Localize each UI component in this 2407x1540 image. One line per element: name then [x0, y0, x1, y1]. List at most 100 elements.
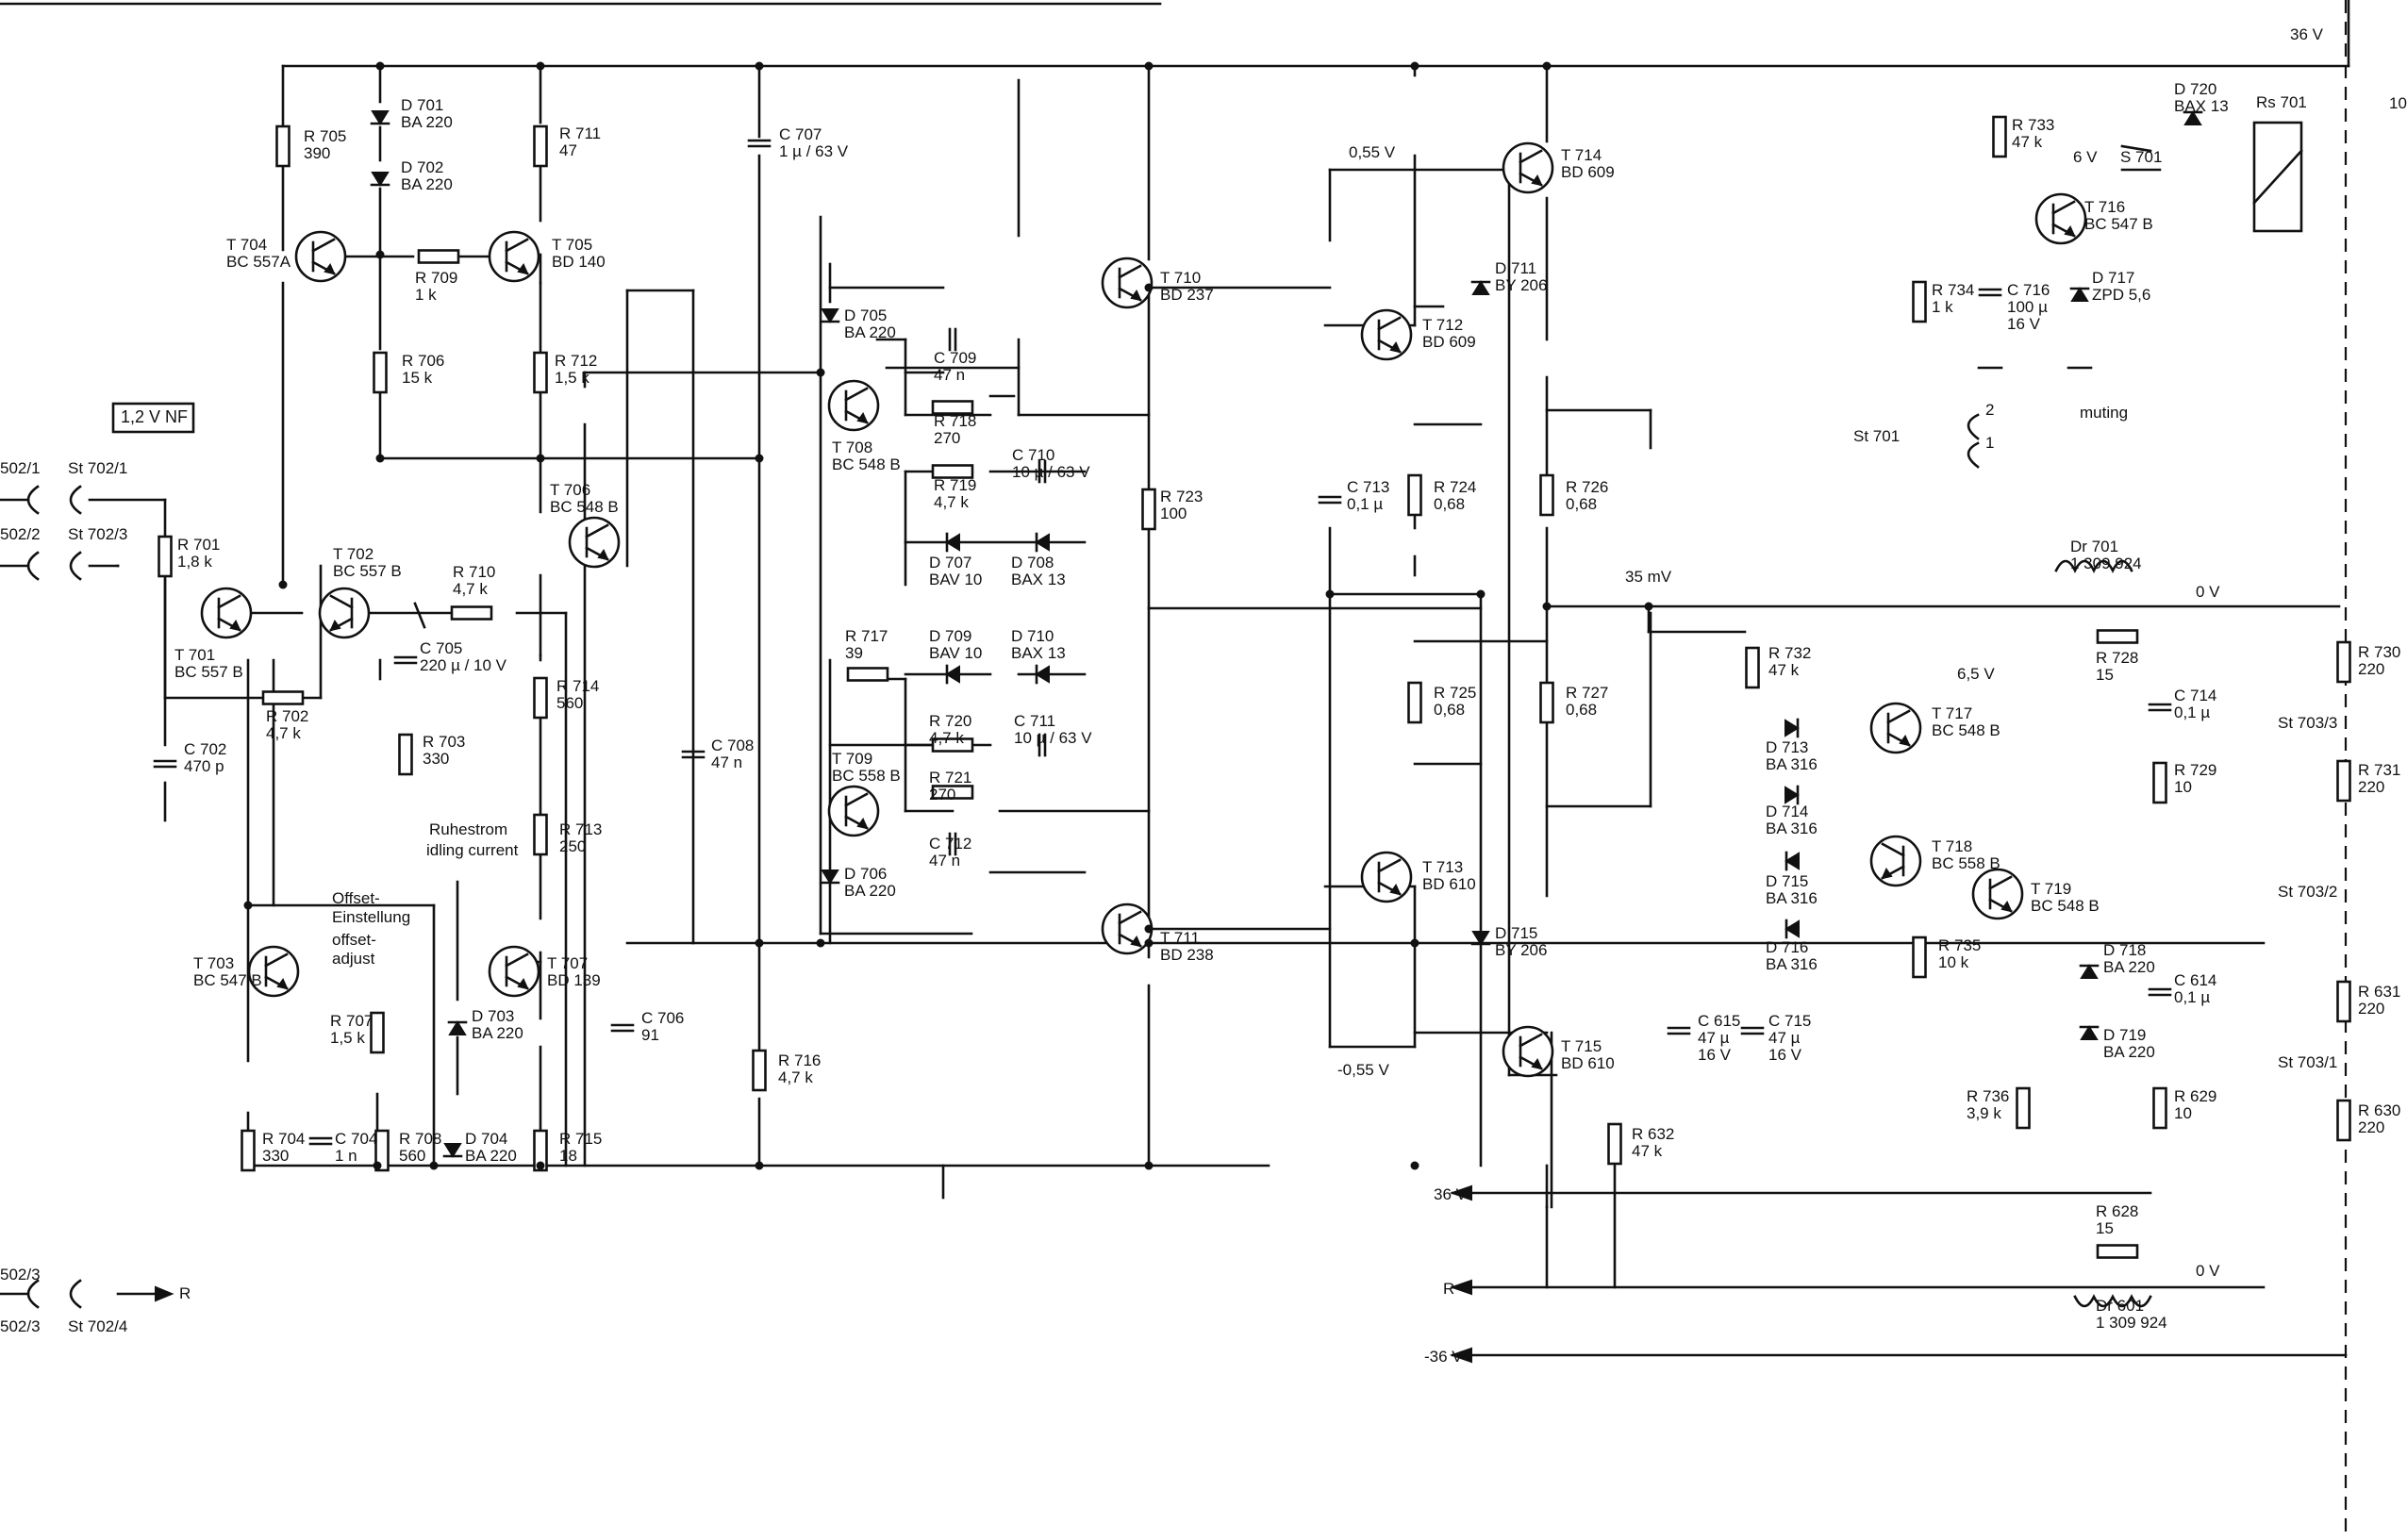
- label-r731-v: 220: [2358, 778, 2384, 796]
- label-rs701: Rs 701: [2256, 93, 2307, 111]
- label-c716: C 716: [2007, 281, 2050, 299]
- transistor-t709: [827, 785, 880, 837]
- diode-d709: [945, 664, 960, 685]
- resistor-r704: [241, 1129, 256, 1172]
- label-r632-v: 47 k: [1632, 1142, 1663, 1160]
- label-r726-v: 0,68: [1566, 495, 1597, 513]
- junction-dot: [243, 901, 253, 910]
- switch-s701: [2120, 144, 2162, 172]
- capacitor-c712: [948, 832, 957, 856]
- label-t702: T 702: [333, 545, 374, 563]
- resistor-r711: [533, 124, 548, 168]
- label-c711-v: 10 µ / 63 V: [1014, 729, 1092, 747]
- label-r709: R 709: [415, 269, 457, 287]
- label-c712: C 712: [929, 835, 971, 853]
- label-t707-v: BD 139: [547, 971, 601, 989]
- label-d706-v: BA 220: [844, 882, 896, 900]
- resistor-r703: [398, 733, 413, 776]
- resistor-r701: [158, 535, 173, 578]
- label-t710-v: BD 237: [1160, 286, 1214, 304]
- label-d711: D 711: [1495, 259, 1536, 277]
- label-r715: R 715: [559, 1130, 602, 1148]
- label-out-r: R: [1443, 1280, 1454, 1298]
- label-out-36: 36 V: [1434, 1185, 1468, 1203]
- junction-dot: [536, 61, 545, 71]
- label-r701: R 701: [177, 536, 220, 554]
- label-d720-v: BAX 13: [2174, 97, 2229, 115]
- junction-dot: [1542, 61, 1552, 71]
- junction-dot: [375, 454, 385, 463]
- label-c713: C 713: [1347, 478, 1389, 496]
- resistor-r702: [261, 690, 305, 705]
- diode-d720: [2183, 110, 2203, 125]
- label-t701-v: BC 557 B: [174, 663, 243, 681]
- label-r720-v: 4,7 k: [929, 729, 964, 747]
- label-d709: D 709: [929, 627, 971, 645]
- label-d719: D 719: [2103, 1026, 2146, 1044]
- label-st703-2: St 703/2: [2278, 883, 2337, 901]
- label-d720: D 720: [2174, 80, 2216, 98]
- label-r716-v: 4,7 k: [778, 1068, 813, 1086]
- label-d703: D 703: [472, 1007, 514, 1025]
- capacitor-c706: [610, 1023, 635, 1033]
- label-r732: R 732: [1768, 644, 1811, 662]
- label-r730-v: 220: [2358, 660, 2384, 678]
- label-out-m36: -36 V: [1424, 1348, 1463, 1366]
- resistor-r736: [2016, 1086, 2031, 1130]
- capacitor-c704: [308, 1136, 333, 1146]
- label-r729: R 729: [2174, 761, 2216, 779]
- label-c614-v: 0,1 µ: [2174, 988, 2210, 1006]
- connector-icon: [69, 1279, 82, 1309]
- label-c708: C 708: [711, 737, 754, 754]
- label-t707: T 707: [547, 954, 588, 972]
- junction-dot: [755, 1161, 764, 1170]
- label-c711: C 711: [1014, 712, 1055, 730]
- label-c707-v: 1 µ / 63 V: [779, 142, 849, 160]
- label-r714-v: 560: [556, 694, 583, 712]
- junction-dot: [1476, 589, 1486, 599]
- label-r630-v: 220: [2358, 1118, 2384, 1136]
- label-r629-v: 10: [2174, 1104, 2192, 1122]
- label-r-left: R: [179, 1284, 191, 1302]
- resistor-r724: [1407, 473, 1422, 517]
- label-r702: R 702: [266, 707, 308, 725]
- label-c716-v2: 16 V: [2007, 315, 2041, 333]
- junctions: [243, 61, 1653, 1170]
- label-st502-2: 502/2: [0, 525, 41, 543]
- junction-dot: [1644, 602, 1653, 611]
- label-pin1: 1: [1985, 434, 1994, 452]
- junction-dot: [375, 250, 385, 259]
- diode-d708: [1035, 532, 1050, 553]
- label-r702-v: 4,7 k: [266, 724, 301, 742]
- arrow-out-r-icon: [155, 1285, 174, 1302]
- resistor-r716: [752, 1049, 767, 1092]
- resistor-r709: [417, 249, 460, 264]
- label-r630: R 630: [2358, 1101, 2400, 1119]
- label-r713: R 713: [559, 820, 602, 838]
- connector-icon: [69, 485, 82, 515]
- label-offset-en2: adjust: [332, 950, 375, 968]
- label-d710: D 710: [1011, 627, 1054, 645]
- label-r724: R 724: [1434, 478, 1476, 496]
- label-r711: R 711: [559, 124, 601, 142]
- label-c713-v: 0,1 µ: [1347, 495, 1383, 513]
- diode-d705: [820, 308, 840, 323]
- resistor-r710: [450, 605, 493, 621]
- label-r721-v: 270: [929, 786, 955, 803]
- components: [26, 110, 2351, 1364]
- label-r632: R 632: [1632, 1125, 1674, 1143]
- label-d711-v: BY 206: [1495, 276, 1547, 294]
- label-st702-3: St 702/3: [68, 525, 127, 543]
- connector-icon: [26, 551, 40, 581]
- label-d714: D 714: [1766, 803, 1808, 820]
- resistor-r631: [2336, 980, 2351, 1023]
- junction-dot: [536, 1161, 545, 1170]
- label-c709: C 709: [934, 349, 976, 367]
- capacitor-c711: [1038, 733, 1047, 757]
- diode-d717: [2069, 287, 2090, 302]
- label-t715-v: BD 610: [1561, 1054, 1615, 1072]
- diode-d710: [1035, 664, 1050, 685]
- transistor-t715: [1502, 1025, 1554, 1078]
